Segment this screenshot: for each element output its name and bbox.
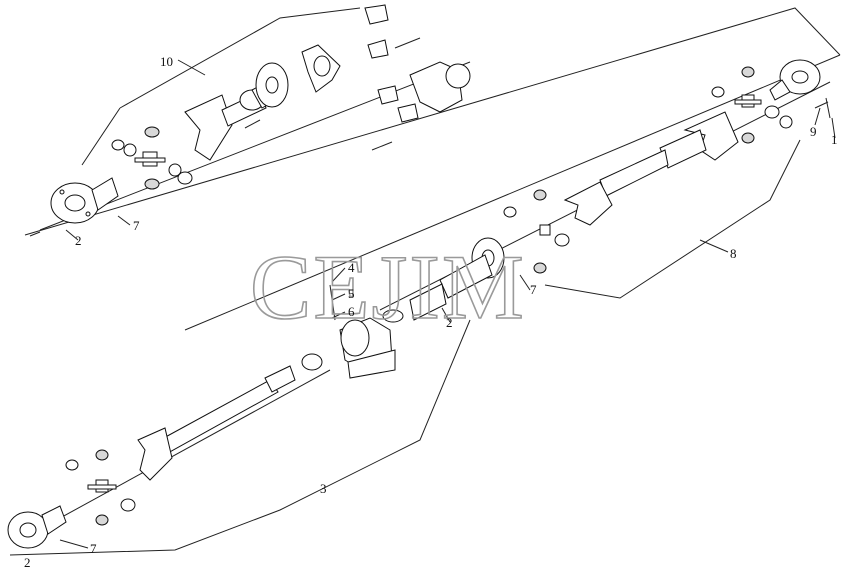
upper-cross-kit bbox=[111, 126, 193, 190]
callout-6: 6 bbox=[348, 304, 355, 319]
lower-tube-yoke bbox=[137, 427, 173, 481]
group-frame-upper bbox=[24, 7, 841, 331]
upper-flange-shaft bbox=[239, 62, 289, 129]
callout-2-lower: 2 bbox=[24, 555, 31, 570]
lower-tube bbox=[159, 365, 296, 455]
callout-2-middle: 2 bbox=[446, 315, 453, 330]
callout-2-upper: 2 bbox=[75, 233, 82, 248]
middle-tube-yoke bbox=[503, 181, 613, 274]
callout-7-lower: 7 bbox=[90, 541, 97, 556]
callout-8: 8 bbox=[730, 246, 737, 261]
upper-flange-yoke bbox=[50, 177, 119, 224]
middle-slip-yoke bbox=[599, 111, 739, 197]
middle-center-flange bbox=[382, 237, 505, 323]
callout-7-middle: 7 bbox=[530, 282, 537, 297]
callout-5: 5 bbox=[348, 286, 355, 301]
lower-flange-yoke bbox=[7, 505, 67, 549]
callout-4: 4 bbox=[348, 260, 355, 275]
upper-end-yoke bbox=[409, 61, 471, 113]
callout-1: 1 bbox=[831, 132, 838, 147]
upper-spider bbox=[301, 44, 341, 93]
callout-7-upper: 7 bbox=[133, 218, 140, 233]
group-frame-lower bbox=[9, 139, 801, 556]
upper-brackets bbox=[364, 4, 421, 151]
middle-end-flange bbox=[769, 59, 831, 119]
center-support-bearing bbox=[301, 284, 396, 379]
callout-3: 3 bbox=[320, 481, 327, 496]
middle-cross-kit-right bbox=[711, 66, 793, 144]
callout-10: 10 bbox=[160, 54, 173, 69]
watermark: CEJIM bbox=[250, 236, 526, 338]
callout-9: 9 bbox=[810, 124, 817, 139]
leader-lines bbox=[59, 59, 836, 549]
lower-cross-kit bbox=[65, 449, 136, 526]
